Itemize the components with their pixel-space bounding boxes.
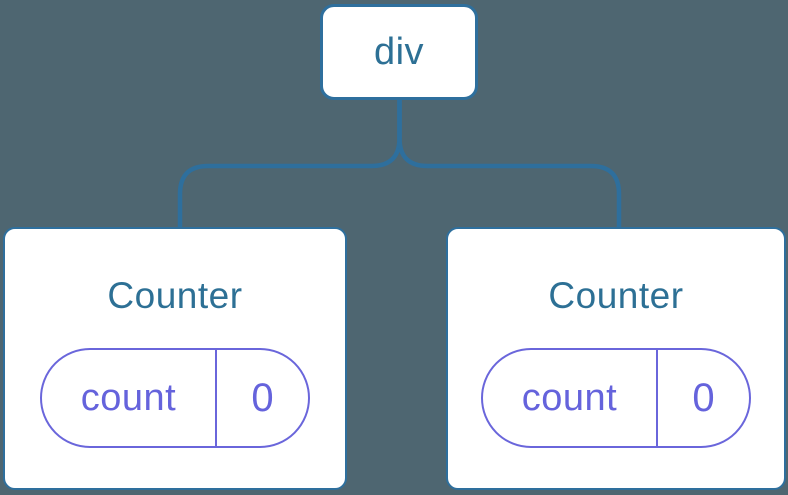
state-value: 0 xyxy=(692,375,715,420)
connector-left-branch xyxy=(177,100,402,229)
counter-card-left: Counter count 0 xyxy=(3,227,347,490)
state-key: count xyxy=(483,350,658,446)
component-name: Counter xyxy=(548,275,684,316)
state-key: count xyxy=(42,350,217,446)
component-name: Counter xyxy=(107,275,243,316)
counter-card-right: Counter count 0 xyxy=(446,227,786,490)
state-pill: count 0 xyxy=(481,348,751,448)
root-node-label: div xyxy=(373,30,425,73)
root-node: div xyxy=(320,4,478,100)
state-pill: count 0 xyxy=(40,348,310,448)
state-value: 0 xyxy=(251,375,274,420)
connector-right-branch xyxy=(397,100,622,229)
